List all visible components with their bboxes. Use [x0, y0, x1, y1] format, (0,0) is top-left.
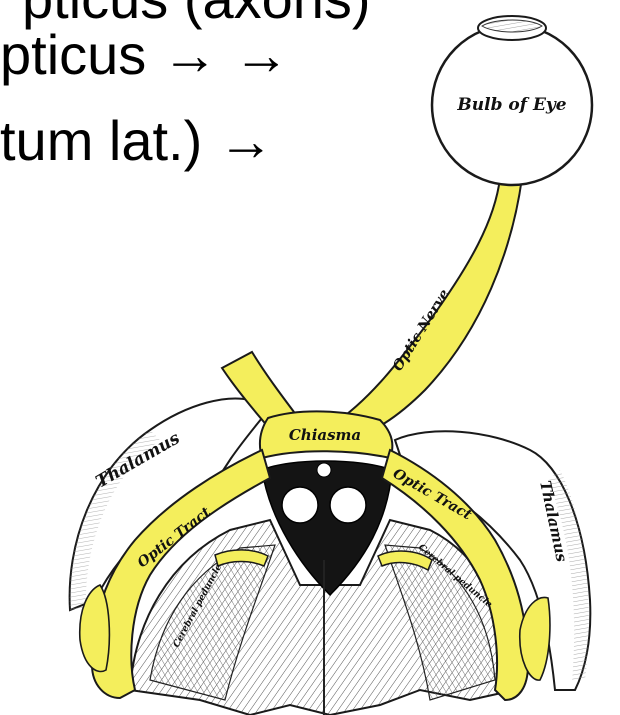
tuber-spot — [317, 463, 331, 477]
bulb-of-eye-label: Bulb of Eye — [456, 95, 566, 115]
mammillary-body-right — [330, 487, 366, 523]
mammillary-body-left — [282, 487, 318, 523]
iris-shading — [482, 20, 542, 32]
chiasma-label: Chiasma — [289, 426, 361, 444]
